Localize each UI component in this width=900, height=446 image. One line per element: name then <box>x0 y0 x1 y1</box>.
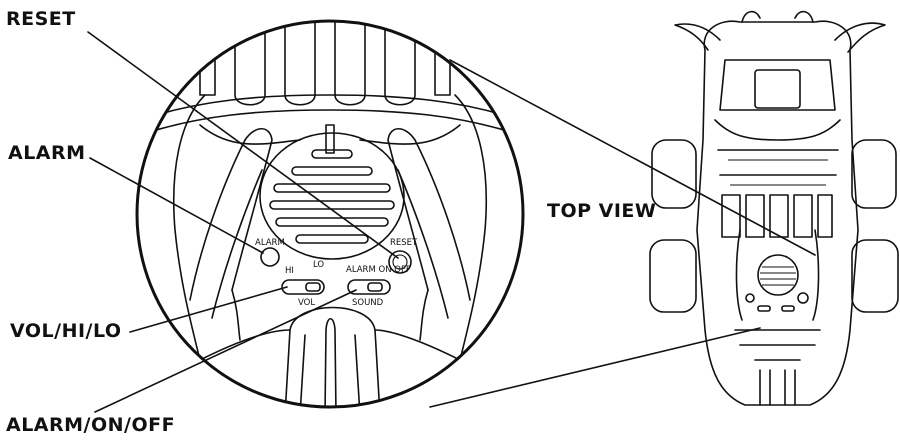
wheel-left-upper <box>651 139 697 209</box>
callout-alarm: ALARM <box>8 142 86 164</box>
panel-label-lo: LO <box>313 260 324 270</box>
callout-alarm-on-off: ALARM/ON/OFF <box>6 414 176 436</box>
callout-top-view: TOP VIEW <box>547 200 657 222</box>
magnifier-circle <box>135 19 525 409</box>
wheel-right-upper <box>851 139 897 209</box>
speaker-slots <box>269 149 395 244</box>
wheel-right-lower <box>851 239 899 313</box>
reset-button[interactable] <box>388 250 412 274</box>
alarm-button[interactable] <box>260 247 280 267</box>
leader-reset <box>87 31 399 259</box>
vehicle-speaker <box>757 254 799 296</box>
leader-alarm-on-off <box>94 289 357 413</box>
leader-vol <box>129 286 288 333</box>
speaker-grille <box>259 132 405 260</box>
callout-vol-hi-lo: VOL/HI/LO <box>10 320 122 342</box>
wheel-left-lower <box>649 239 697 313</box>
panel-label-alarm: ALARM <box>255 238 285 248</box>
panel-label-sound: SOUND <box>352 298 384 308</box>
vehicle-body <box>696 20 859 406</box>
connector-lower <box>429 327 761 408</box>
callout-reset: RESET <box>6 8 76 30</box>
leader-alarm <box>89 157 264 254</box>
panel-label-reset: RESET <box>390 238 418 248</box>
connector-upper <box>449 59 816 256</box>
panel-label-vol: VOL <box>298 298 315 308</box>
alarm-on-off-switch[interactable] <box>347 279 391 295</box>
panel-label-alarm-on-off: ALARM ON OFF <box>346 265 411 275</box>
panel-label-hi: HI <box>285 266 294 276</box>
volume-switch[interactable] <box>281 279 325 295</box>
vehicle-top-view <box>649 10 899 406</box>
